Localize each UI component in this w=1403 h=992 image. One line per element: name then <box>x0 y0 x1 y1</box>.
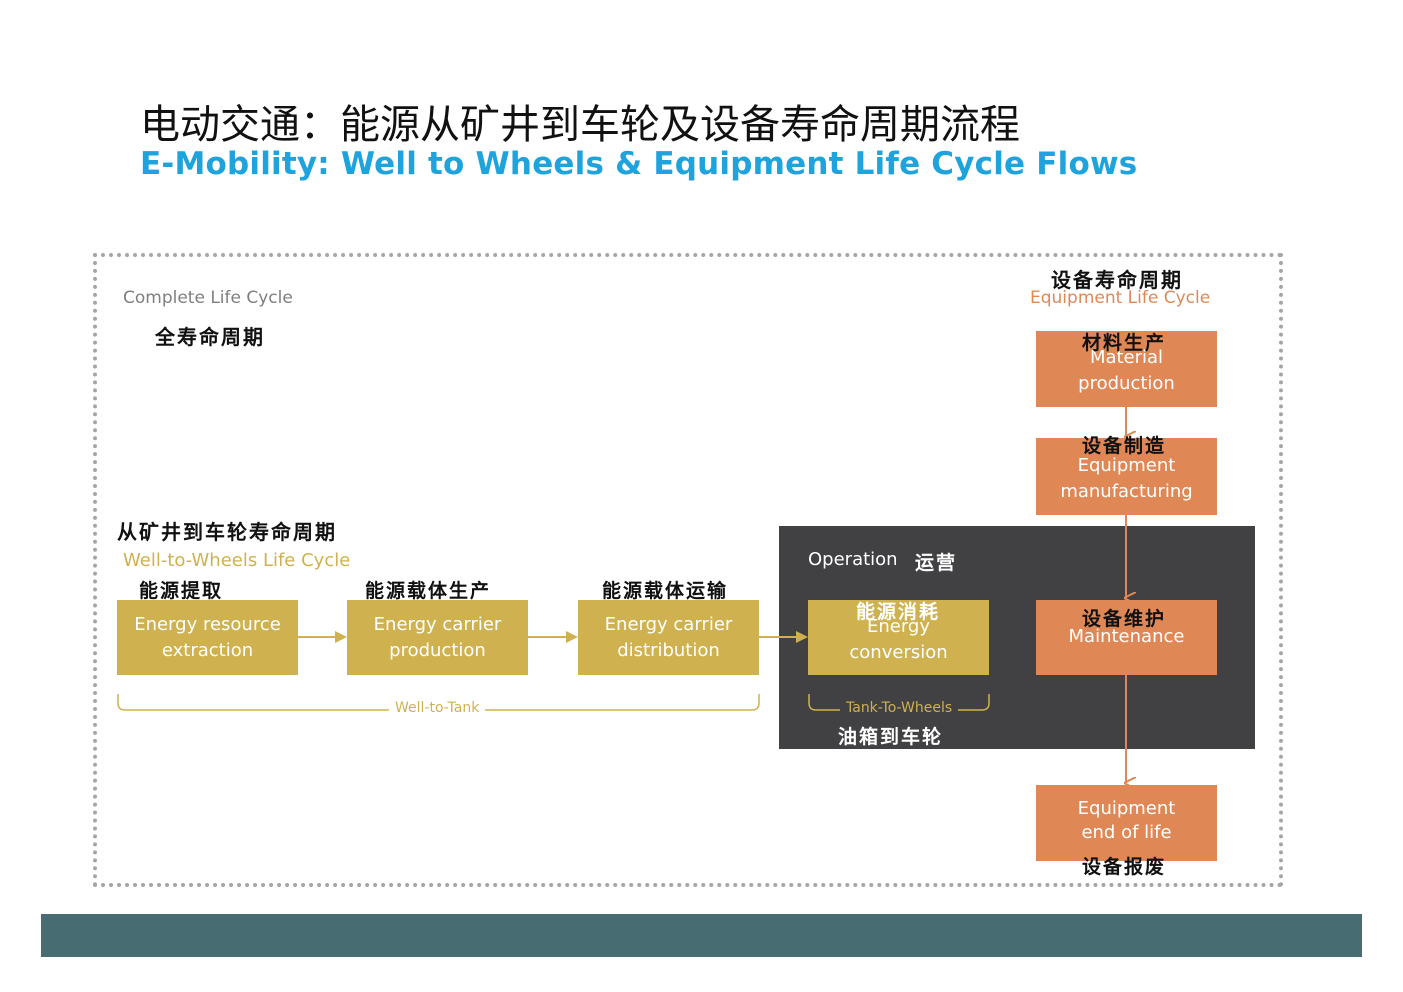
operation-label-en: Operation <box>808 549 898 570</box>
step-material-label-en: Material production <box>1078 347 1175 394</box>
step-distribution-box: Energy carrier distribution <box>578 600 759 675</box>
step-production-label-en: Energy carrier production <box>373 613 502 661</box>
page-title-en: E-Mobility: Well to Wheels & Equipment L… <box>140 146 1138 182</box>
tank-to-wheels-label: Tank-To-Wheels <box>840 700 959 716</box>
footer-bar <box>41 914 1362 957</box>
complete-life-cycle-frame <box>93 253 1283 887</box>
step-conversion-label-en: Energy conversion <box>849 615 948 663</box>
step-material-box: Material production <box>1036 331 1217 407</box>
step-extraction-box: Energy resource extraction <box>117 600 298 675</box>
well-to-wheels-label-cn: 从矿井到车轮寿命周期 <box>117 520 337 544</box>
step-distribution-label-en: Energy carrier distribution <box>604 613 733 661</box>
step-extraction-label-en: Energy resource extraction <box>134 613 281 661</box>
tank-to-wheels-label-cn: 油箱到车轮 <box>838 726 944 748</box>
page-title-cn: 电动交通：能源从矿井到车轮及设备寿命周期流程 <box>140 102 1020 148</box>
step-distribution-label-cn: 能源载体运输 <box>602 580 729 602</box>
step-conversion-box: Energy conversion <box>808 600 989 675</box>
operation-label-cn: 运营 <box>915 552 958 574</box>
step-production-label-cn: 能源载体生产 <box>365 580 492 602</box>
step-maintenance-label-en: Maintenance <box>1068 626 1185 647</box>
well-to-tank-label: Well-to-Tank <box>389 700 486 716</box>
step-end-of-life-label-cn: 设备报废 <box>1082 856 1167 878</box>
equipment-life-cycle-label-en: Equipment Life Cycle <box>1030 288 1211 308</box>
equipment-life-cycle-label-cn: 设备寿命周期 <box>1051 268 1183 292</box>
step-conversion-label-cn: 能源消耗 <box>856 601 941 623</box>
step-maintenance-box: Maintenance <box>1036 600 1217 675</box>
step-manufacturing-label-cn: 设备制造 <box>1082 435 1167 457</box>
complete-life-cycle-label-en: Complete Life Cycle <box>123 288 293 308</box>
well-to-wheels-label-en: Well-to-Wheels Life Cycle <box>123 550 351 571</box>
step-extraction-label-cn: 能源提取 <box>139 580 224 602</box>
step-material-label-cn: 材料生产 <box>1082 332 1167 354</box>
step-manufacturing-box: Equipment manufacturing <box>1036 438 1217 515</box>
step-maintenance-label-cn: 设备维护 <box>1082 608 1167 630</box>
step-manufacturing-label-en: Equipment manufacturing <box>1060 454 1193 502</box>
step-production-box: Energy carrier production <box>347 600 528 675</box>
complete-life-cycle-label-cn: 全寿命周期 <box>155 325 265 349</box>
step-end-of-life-box: Equipment end of life <box>1036 785 1217 861</box>
step-end-of-life-label-en: Equipment end of life <box>1077 798 1176 843</box>
